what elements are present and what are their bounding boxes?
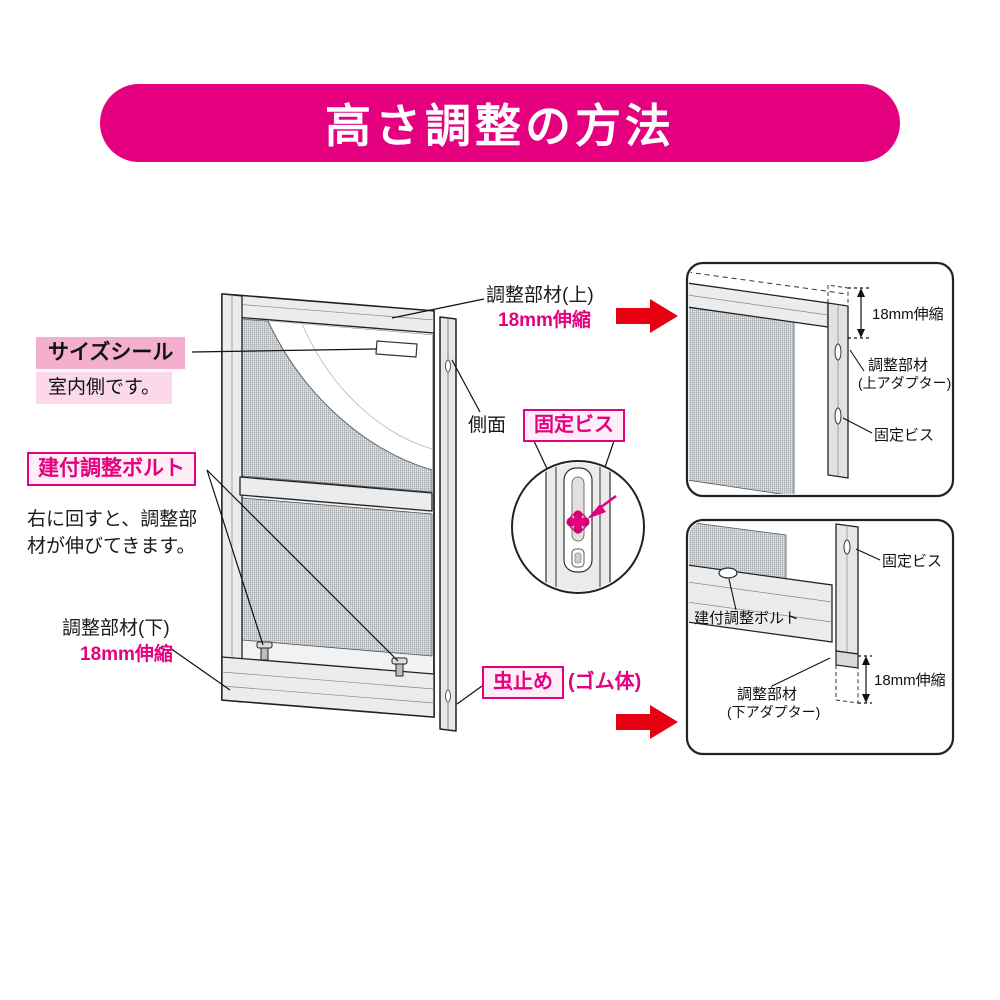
fixing-screw-head — [566, 510, 590, 534]
panel-bottom-member-sub-label: (下アダプター) — [727, 704, 821, 720]
red-arrow-bottom — [616, 705, 678, 739]
screw-pointer-arrow — [587, 494, 617, 519]
panel-bottom-fixing-screw-label: 固定ビス — [882, 553, 943, 570]
fitting-bolt-label: 建付調整ボルト — [27, 452, 196, 487]
panel-bottom-member-label: 調整部材 — [737, 686, 798, 703]
fixing-screw-detail-circle — [511, 460, 645, 594]
side-rail — [439, 316, 457, 732]
panel-top-range-label: 18mm伸縮 — [872, 306, 944, 323]
fitting-bolt-left — [256, 641, 273, 661]
fitting-bolt-note-line2: 材が伸びてきます。 — [27, 536, 196, 557]
adjuster-top-label: 調整部材(上) — [486, 285, 594, 306]
fitting-bolt-note-line1: 右に回すと、調整部 — [27, 509, 198, 530]
page-title: 高さ調整の方法 — [100, 84, 900, 162]
size-seal-sticker — [375, 340, 418, 358]
indoor-side-label: 室内側です。 — [36, 372, 173, 404]
panel-top-member-label: 調整部材 — [868, 357, 929, 374]
insect-stopper-label: 虫止め — [482, 666, 564, 699]
fitting-bolt-note: 右に回すと、調整部 材が伸びてきます。 — [27, 506, 197, 560]
main-screen-illustration — [221, 293, 457, 732]
crossbar — [239, 476, 433, 512]
adjuster-bottom-range: 18mm伸縮 — [80, 644, 173, 665]
fixing-screw-label: 固定ビス — [523, 409, 625, 442]
size-seal-label: サイズシール — [36, 337, 186, 370]
fitting-bolt-detail — [718, 567, 738, 579]
mesh-lower — [241, 497, 433, 657]
panel-bottom-fitting-bolt-label: 建付調整ボルト — [694, 610, 800, 627]
side-face-label: 側面 — [468, 415, 507, 436]
detail-panel-bottom — [685, 518, 955, 756]
bottom-rail — [221, 656, 435, 718]
adjuster-bottom-label: 調整部材(下) — [62, 618, 170, 639]
red-arrow-top — [616, 299, 678, 333]
adjuster-top-range: 18mm伸縮 — [498, 310, 591, 331]
rubber-body-label: (ゴム体) — [568, 671, 642, 693]
leader-lines — [169, 298, 615, 705]
panel-top-fixing-screw-label: 固定ビス — [874, 427, 935, 444]
panel-top-member-sub-label: (上アダプター) — [858, 375, 952, 391]
detail-panel-top — [685, 261, 955, 498]
panel-bottom-range-label: 18mm伸縮 — [874, 672, 946, 689]
